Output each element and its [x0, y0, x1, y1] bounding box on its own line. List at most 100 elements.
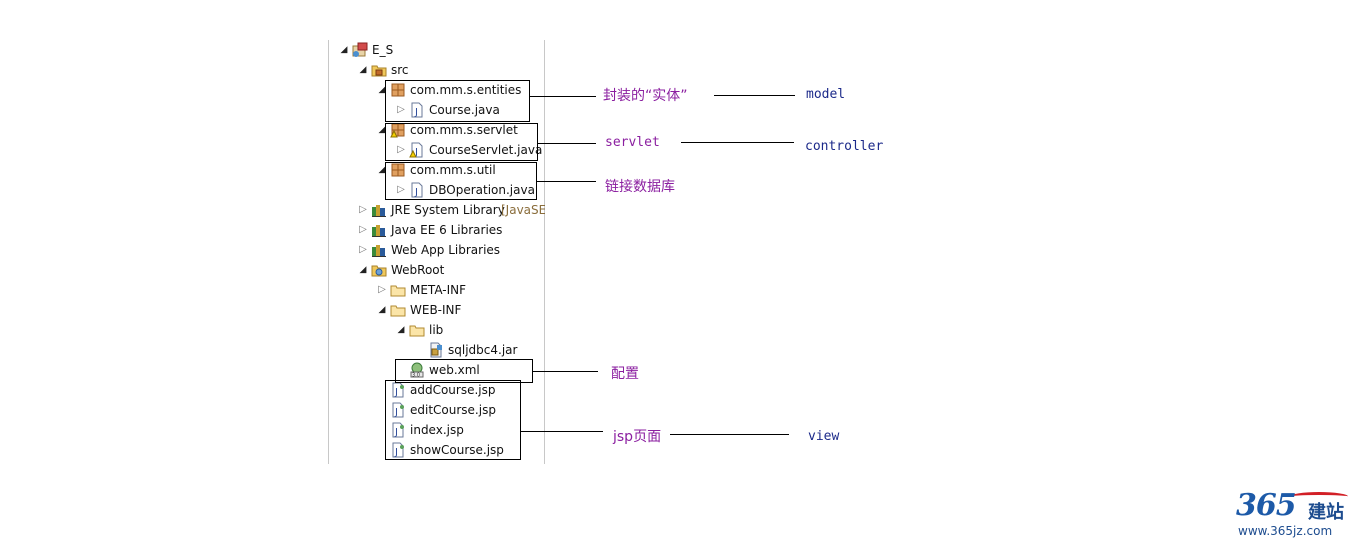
web-folder-icon	[371, 262, 387, 278]
collapsed-arrow-icon[interactable]: ▷	[378, 284, 386, 295]
svg-text:J: J	[394, 407, 398, 418]
expanded-arrow-icon[interactable]: ◢	[340, 45, 348, 55]
tree-item[interactable]: sqljdbc4.jar	[328, 340, 545, 360]
servlet-annotation: servlet	[605, 135, 660, 150]
source-folder-icon	[371, 62, 387, 78]
util-connector	[537, 181, 596, 182]
svg-text:J: J	[394, 427, 398, 438]
expanded-arrow-icon[interactable]: ◢	[378, 125, 386, 135]
webxml-connector	[533, 371, 598, 372]
expanded-arrow-icon[interactable]: ◢	[378, 85, 386, 95]
package-icon	[390, 82, 406, 98]
tree-item[interactable]: ▷ Java EE 6 Libraries	[328, 220, 545, 240]
tree-item-label: com.mm.s.entities	[410, 83, 522, 97]
controller-label: controller	[805, 139, 884, 154]
svg-text:J: J	[394, 447, 398, 458]
collapsed-arrow-icon[interactable]: ▷	[397, 104, 405, 115]
tree-item[interactable]: ▷ J Course.java	[328, 100, 545, 120]
xml-file-icon: 3.0	[409, 362, 425, 379]
tree-item[interactable]: ◢WEB-INF	[328, 300, 545, 320]
servlet-connector	[538, 143, 596, 144]
jsp-file-icon: J	[390, 402, 406, 418]
java-file-icon: J	[409, 182, 425, 198]
project-icon	[352, 42, 368, 58]
expanded-arrow-icon[interactable]: ◢	[378, 165, 386, 175]
tree-item[interactable]: 3.0 web.xml	[328, 360, 545, 380]
jar-file-icon	[428, 342, 444, 358]
svg-text:J: J	[414, 107, 418, 118]
entities-box	[385, 80, 530, 122]
svg-text:J: J	[414, 187, 418, 198]
collapsed-arrow-icon[interactable]: ▷	[359, 204, 367, 215]
java-file-warning-icon: J	[409, 142, 425, 158]
svg-text:3.0: 3.0	[412, 373, 420, 379]
tree-item[interactable]: ◢ com.mm.s.servlet	[328, 120, 545, 140]
tree-item[interactable]: ▷ JRE System Library [JavaSE	[328, 200, 545, 220]
view-label: view	[808, 429, 840, 444]
collapsed-arrow-icon[interactable]: ▷	[397, 184, 405, 195]
library-icon	[371, 202, 387, 218]
controller-connector	[681, 142, 794, 143]
site-logo: 365 建站 www.365jz.com	[1232, 486, 1356, 542]
expanded-arrow-icon[interactable]: ◢	[378, 305, 386, 315]
library-icon	[371, 222, 387, 238]
package-icon	[390, 162, 406, 178]
tree-item-label: src	[391, 63, 409, 77]
folder-icon	[409, 322, 425, 338]
folder-icon	[390, 302, 406, 318]
tree-item-label: web.xml	[429, 363, 480, 377]
expanded-arrow-icon[interactable]: ◢	[359, 265, 367, 275]
webxml-annotation: 配置	[611, 366, 639, 382]
view-connector	[670, 434, 789, 435]
svg-text:J: J	[414, 147, 418, 158]
tree-item-label: editCourse.jsp	[410, 403, 496, 417]
tree-item[interactable]: ◢ src	[328, 60, 545, 80]
tree-item[interactable]: ◢ E_S	[328, 40, 545, 60]
servlet-box	[385, 123, 538, 161]
tree-item[interactable]: ◢ com.mm.s.entities	[328, 80, 545, 100]
tree-item-label: Web App Libraries	[391, 243, 501, 257]
collapsed-arrow-icon[interactable]: ▷	[359, 244, 367, 255]
jsp-annotation: jsp页面	[613, 429, 662, 445]
entities-connector	[530, 96, 596, 97]
jsp-file-icon: J	[390, 382, 406, 398]
package-explorer-tree: ◢ E_S ◢ src ◢ com.mm.s.entities ▷ J Course.java ◢…	[328, 40, 545, 464]
entities-annotation: 封装的“实体”	[603, 88, 688, 104]
tree-item-label: JRE System Library	[391, 203, 505, 217]
tree-item[interactable]: ▷ Web App Libraries	[328, 240, 545, 260]
java-file-icon: J	[409, 102, 425, 118]
library-icon	[371, 242, 387, 258]
tree-item-label: Course.java	[429, 103, 500, 117]
tree-item[interactable]: ◢ com.mm.s.util	[328, 160, 545, 180]
tree-item-label: WebRoot	[391, 263, 445, 277]
panel-left-border	[328, 40, 329, 464]
tree-item-label: com.mm.s.servlet	[410, 123, 518, 137]
tree-item-label: META-INF	[410, 283, 467, 297]
tree-item[interactable]: ▷ META-INF	[328, 280, 545, 300]
tree-item[interactable]: ◢lib	[328, 320, 545, 340]
tree-item-label: showCourse.jsp	[410, 443, 504, 457]
jsp-connector	[521, 431, 603, 432]
collapsed-arrow-icon[interactable]: ▷	[359, 224, 367, 235]
tree-item-label: addCourse.jsp	[410, 383, 496, 397]
expanded-arrow-icon[interactable]: ◢	[397, 325, 405, 335]
jsp-file-icon: J	[390, 422, 406, 438]
tree-item-label: E_S	[372, 43, 394, 57]
logo-brand: 建站	[1308, 502, 1344, 523]
expanded-arrow-icon[interactable]: ◢	[359, 65, 367, 75]
tree-item-label: com.mm.s.util	[410, 163, 496, 177]
tree-item-extra: [JavaSE	[501, 203, 545, 217]
tree-item-label: Java EE 6 Libraries	[391, 223, 503, 237]
collapsed-arrow-icon[interactable]: ▷	[397, 144, 405, 155]
model-label: model	[806, 87, 846, 102]
svg-text:J: J	[394, 387, 398, 398]
tree-item[interactable]: ◢ WebRoot	[328, 260, 545, 280]
model-connector	[714, 95, 795, 96]
jsp-file-icon: J	[390, 442, 406, 458]
